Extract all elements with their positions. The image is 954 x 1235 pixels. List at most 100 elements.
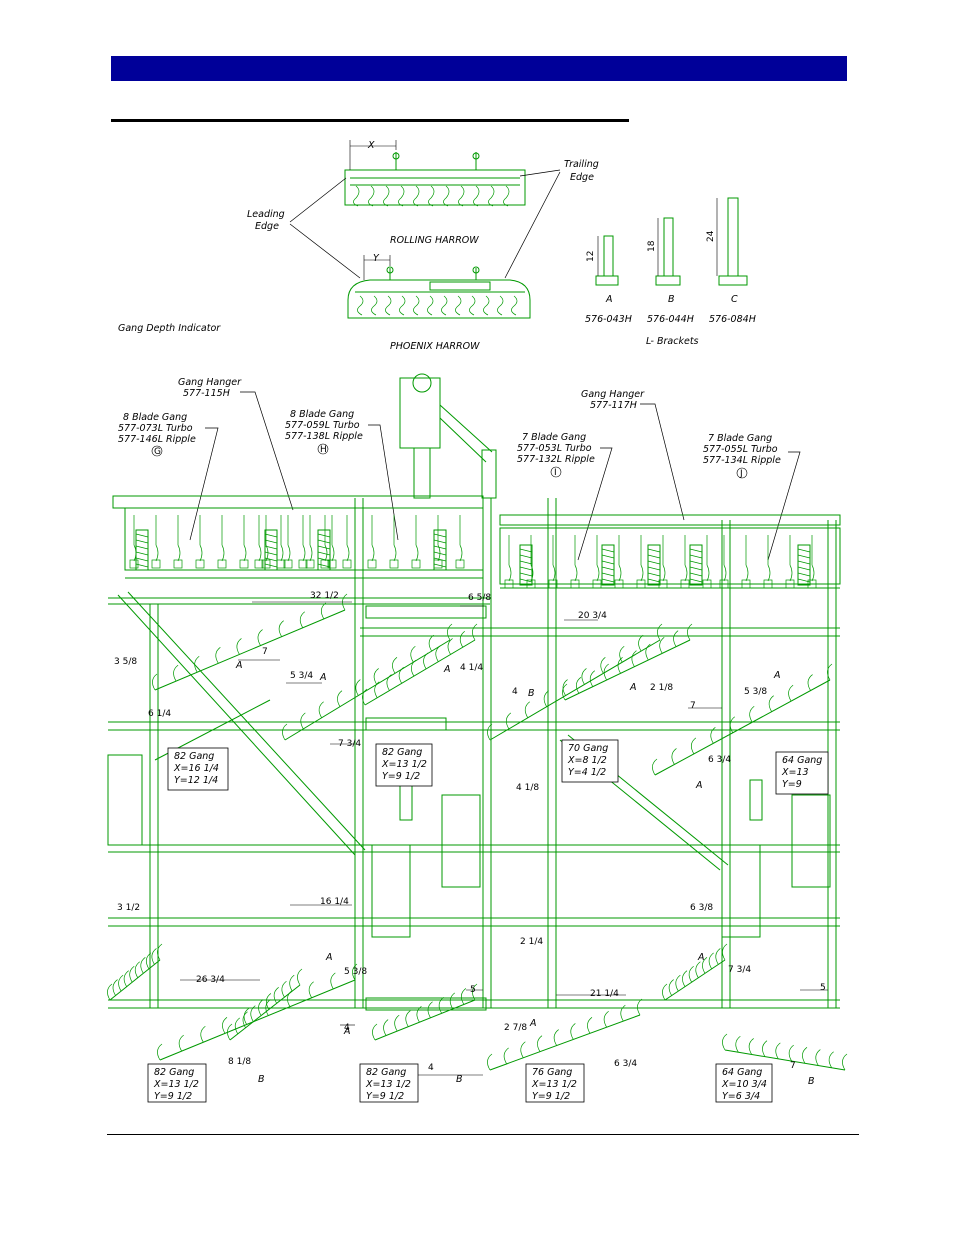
- dimension-value: 2 1/4: [520, 937, 543, 947]
- bracket-c-drawing: [716, 197, 748, 286]
- disc-gang-rows: [107, 593, 848, 1071]
- point-label-a: A: [343, 1026, 351, 1037]
- gang-spec-line: 82 Gang: [174, 751, 214, 762]
- gang-spec-line: X=13 1/2: [531, 1079, 577, 1090]
- gang-spec-line: 82 Gang: [366, 1067, 406, 1078]
- dimension-value: 4: [428, 1063, 434, 1073]
- dimension-value: 21 1/4: [590, 989, 619, 999]
- dimension-value: 20 3/4: [578, 611, 607, 621]
- dimension-value: 6 3/8: [690, 903, 713, 913]
- dimension-value: 3 5/8: [114, 657, 137, 667]
- title-rule: [111, 119, 629, 122]
- gang-spec-line: X=10 3/4: [721, 1079, 767, 1090]
- dimension-value: 5: [470, 985, 476, 995]
- dimension-value: 3 1/2: [117, 903, 140, 913]
- gang-spec-line: 82 Gang: [154, 1067, 194, 1078]
- dimension-value: 32 1/2: [310, 591, 339, 601]
- gang-g-label-3: 577-146L Ripple: [118, 434, 196, 445]
- gang-spec-line: 82 Gang: [382, 747, 422, 758]
- gang-blades: [129, 515, 817, 589]
- gang-spec-line: X=13 1/2: [153, 1079, 199, 1090]
- dimension-value: 4 1/8: [516, 783, 539, 793]
- gang-h-label-1: 8 Blade Gang: [290, 409, 354, 420]
- dimension-value: 7 3/4: [728, 965, 751, 975]
- header-bar: [111, 56, 847, 81]
- dimension-y-label: Y: [373, 253, 380, 264]
- bracket-b-part: 576-044H: [647, 314, 694, 325]
- gang-spec-line: Y=9: [782, 779, 802, 790]
- bracket-a-part: 576-043H: [585, 314, 632, 325]
- dimension-value: 7: [790, 1061, 796, 1071]
- gang-depth-indicator-title: Gang Depth Indicator: [118, 323, 221, 334]
- dimension-x-label: X: [367, 140, 375, 151]
- point-label-a: A: [235, 660, 243, 671]
- bracket-a-letter: A: [605, 294, 613, 305]
- bracket-a-drawing: [595, 235, 619, 286]
- gang-spec-line: 64 Gang: [782, 755, 822, 766]
- gang-spec-line: X=16 1/4: [173, 763, 219, 774]
- gang-spec-line: X=8 1/2: [567, 755, 607, 766]
- dimension-value: 5 3/8: [344, 967, 367, 977]
- trailing-edge-label-1: Trailing: [564, 159, 599, 170]
- hanger-117-label-1: Gang Hanger: [581, 389, 645, 400]
- bracket-b-drawing: [655, 217, 681, 286]
- gang-spec-line: 76 Gang: [532, 1067, 572, 1078]
- dimension-value: 5 3/4: [290, 671, 313, 681]
- leading-edge-label-2: Edge: [255, 221, 279, 232]
- gang-spec-line: X=13: [781, 767, 809, 778]
- trailing-edge-label-2: Edge: [570, 172, 594, 183]
- gang-j-label-3: 577-134L Ripple: [703, 455, 781, 466]
- rolling-harrow-drawing: [344, 140, 526, 207]
- dimension-value: 6 1/4: [148, 709, 171, 719]
- hanger-115-label-1: Gang Hanger: [178, 377, 242, 388]
- hanger-115-label-2: 577-115H: [183, 388, 230, 399]
- gang-spec-line: X=13 1/2: [381, 759, 427, 770]
- point-label-a: A: [319, 672, 327, 683]
- bracket-b-height: 18: [647, 240, 657, 252]
- dimension-value: 6 3/4: [708, 755, 731, 765]
- dimension-lines: [180, 601, 828, 1076]
- dimension-value: 4: [512, 687, 518, 697]
- point-label-a: A: [629, 682, 637, 693]
- bracket-a-height: 12: [586, 251, 596, 262]
- gang-i-label-1: 7 Blade Gang: [522, 432, 586, 443]
- dimension-value: 26 3/4: [196, 975, 225, 985]
- point-label-b: B: [456, 1074, 463, 1085]
- gang-g-label-2: 577-073L Turbo: [118, 423, 193, 434]
- gang-spec-line: Y=9 1/2: [366, 1091, 404, 1102]
- leading-edge-label-1: Leading: [247, 209, 285, 220]
- gang-i-label-3: 577-132L Ripple: [517, 454, 595, 465]
- gang-spec-line: Y=12 1/4: [174, 775, 218, 786]
- gang-h-label-2: 577-059L Turbo: [285, 420, 360, 431]
- dimension-value: 8 1/8: [228, 1057, 251, 1067]
- gang-i-marker: I: [554, 468, 557, 478]
- gang-j-label-2: 577-055L Turbo: [703, 444, 778, 455]
- hanger-117-label-2: 577-117H: [590, 400, 637, 411]
- point-label-a: A: [697, 952, 705, 963]
- gang-h-marker: H: [320, 445, 327, 455]
- dimension-value: 5 3/8: [744, 687, 767, 697]
- dimension-value: 7: [262, 647, 268, 657]
- dimension-value: 2 1/8: [650, 683, 673, 693]
- dimension-value: 7: [690, 701, 696, 711]
- dimension-value: 6 3/4: [614, 1059, 637, 1069]
- gang-j-marker: J: [739, 469, 743, 479]
- bracket-c-height: 24: [706, 230, 716, 242]
- gang-i-label-2: 577-053L Turbo: [517, 443, 592, 454]
- point-label-a: A: [773, 670, 781, 681]
- gang-spec-line: Y=6 3/4: [722, 1091, 760, 1102]
- gang-spec-line: Y=4 1/2: [568, 767, 606, 778]
- bracket-c-part: 576-084H: [709, 314, 756, 325]
- phoenix-harrow-title: PHOENIX HARROW: [390, 341, 480, 352]
- dimension-value: 16 1/4: [320, 897, 349, 907]
- point-label-a: A: [695, 780, 703, 791]
- gang-spec-line: Y=9 1/2: [154, 1091, 192, 1102]
- gang-j-label-1: 7 Blade Gang: [708, 433, 772, 444]
